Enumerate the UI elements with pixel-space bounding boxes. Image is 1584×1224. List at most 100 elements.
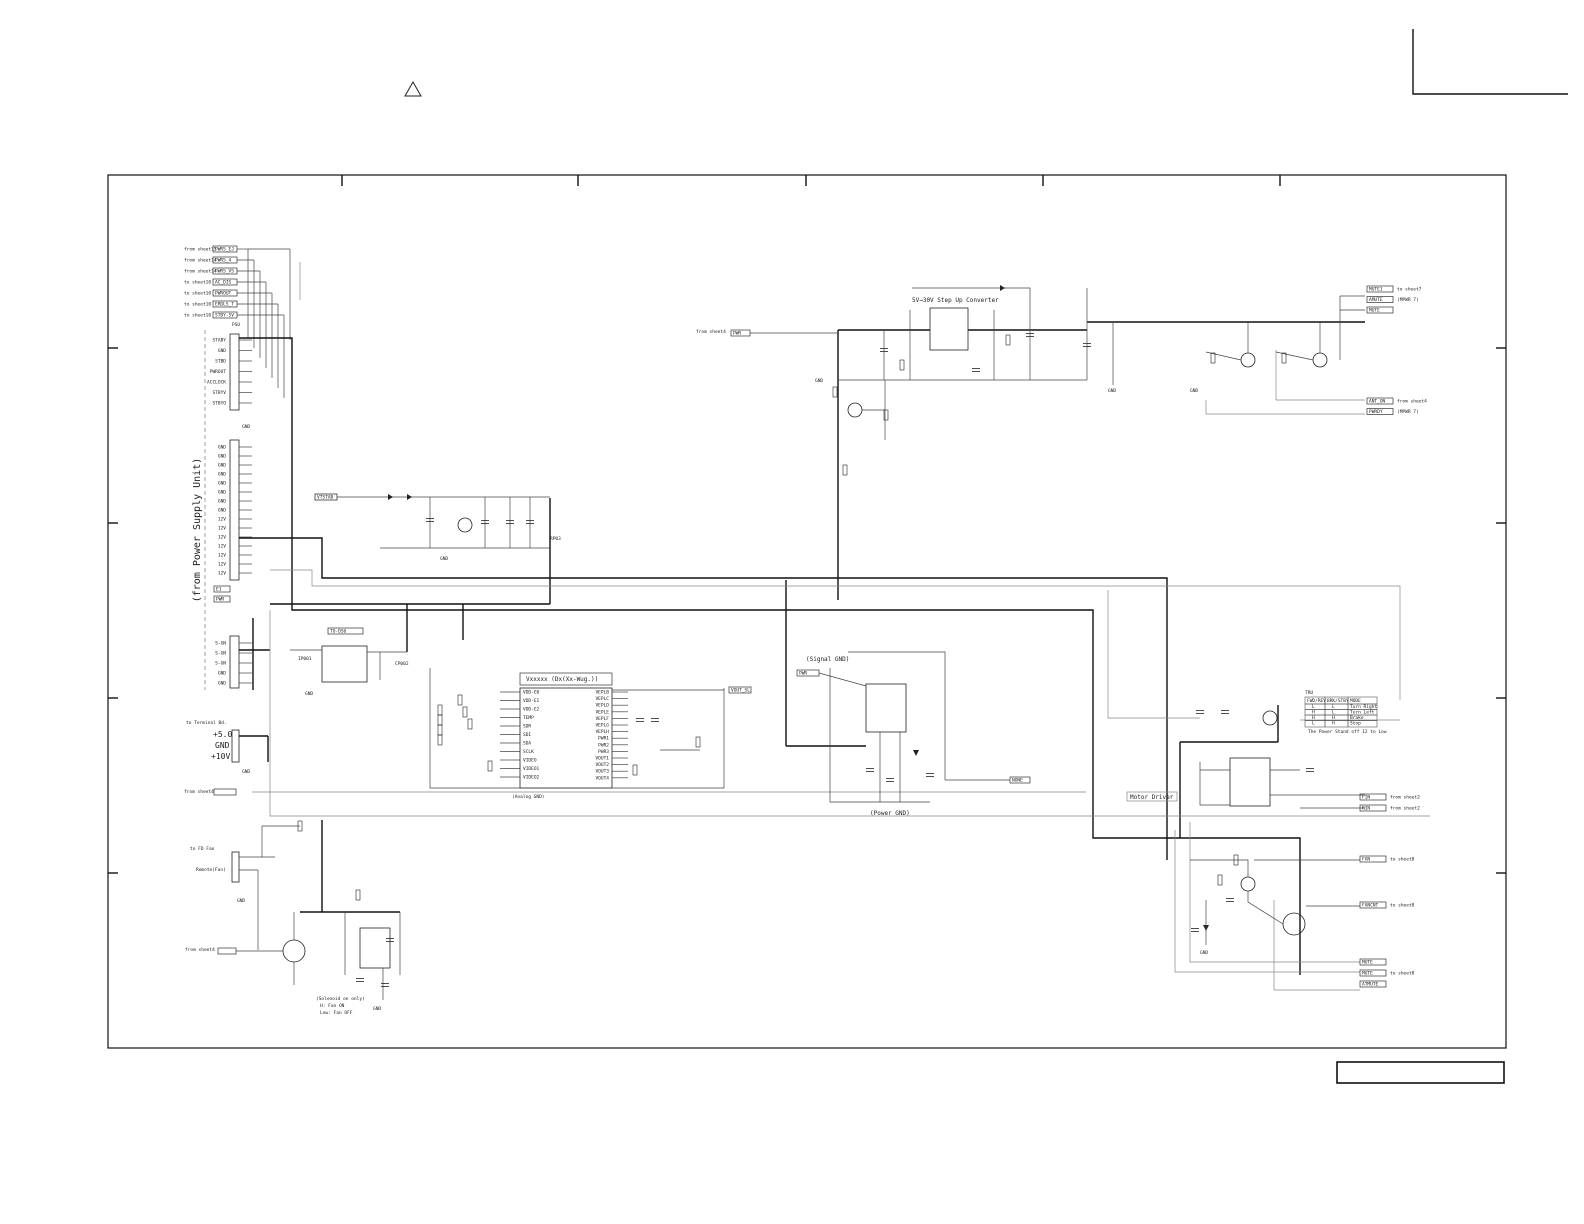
connector-pin-label: GND	[218, 508, 226, 514]
svg-text:PWR: PWR	[799, 671, 807, 677]
right-signal-name: PWRDY	[1369, 409, 1383, 415]
connector-pin-label: GND	[218, 348, 226, 354]
regulator-ic: TO-DS6 IP001 CP002 GND	[290, 627, 409, 697]
svg-text:(Analog GND): (Analog GND)	[512, 794, 545, 800]
svg-text:from sheet4: from sheet4	[696, 329, 726, 335]
right-signal-name: ANT_ON	[1369, 399, 1386, 405]
svg-text:GND: GND	[373, 1006, 381, 1012]
right-signal-name: RIN	[1362, 806, 1370, 812]
table-cell: Turn Right	[1350, 704, 1377, 710]
left-signal-origin: to sheet10	[184, 291, 211, 297]
ic-left-pin: VIDEO1	[523, 766, 540, 772]
left-signal-name: STBY-5V	[215, 313, 234, 319]
table-cell: Stop	[1350, 721, 1361, 727]
left-signal-name: PWR5_V5	[215, 269, 234, 275]
svg-text:to Terminal Bd.: to Terminal Bd.	[186, 720, 227, 726]
table-cell: L	[1332, 704, 1335, 710]
zone-ticks	[108, 175, 1506, 874]
ic-left-pin: VDD-E2	[523, 707, 540, 713]
left-signal-origin: to sheet10	[184, 280, 211, 286]
ic-right-pin: VOUT1	[595, 756, 609, 762]
svg-text:GND: GND	[305, 691, 313, 697]
svg-text:(Signal GND): (Signal GND)	[806, 656, 849, 663]
connector-pin-label: 12V	[218, 526, 226, 532]
svg-text:GND: GND	[242, 424, 250, 430]
connector-pin-label: GND	[218, 499, 226, 505]
power-supply-note: (from Power Supply Unit)	[192, 458, 203, 603]
connector-pin-label: GND	[218, 490, 226, 496]
svg-text:+5.0V: +5.0V	[213, 730, 237, 739]
passive-components	[297, 333, 1314, 987]
connector-pin-label: 12V	[218, 571, 226, 577]
left-signal-name: PWROUT	[215, 291, 232, 297]
svg-text:RP03: RP03	[550, 536, 561, 542]
signal-gnd-block: (Signal GND) PWR (Power GND) NONE	[796, 651, 1031, 817]
left-signal-origin: from sheet14	[184, 269, 217, 275]
svg-text:CP002: CP002	[395, 661, 409, 667]
table-cell: L	[1332, 710, 1335, 716]
left-signal-name: ERDLS_T	[215, 302, 234, 308]
svg-text:PSU: PSU	[232, 322, 240, 328]
ic-right-pin: VEPLH	[595, 729, 609, 735]
left-signal-name: AC_DIS	[215, 280, 232, 286]
right-signal-name: MUTE1	[1369, 287, 1383, 293]
table-cell: H	[1312, 710, 1315, 716]
svg-text:GND: GND	[440, 556, 448, 562]
ic-right-pin: VOUT3	[595, 769, 609, 775]
svg-text:IP001: IP001	[298, 656, 312, 662]
terminal-block: to Terminal Bd. +5.0V GND +10V	[186, 720, 269, 763]
svg-text:TRU: TRU	[1305, 690, 1313, 696]
left-signal-name: PWR5_4	[215, 258, 232, 264]
right-signal-name: ATMUTE	[1362, 982, 1379, 988]
table-cell: L	[1312, 721, 1315, 727]
misc-left-labels: E1 PWR from sheet4 GND GND	[184, 424, 250, 796]
thin-wires	[252, 262, 1430, 991]
left-signal-origin: from sheet14	[184, 258, 217, 264]
main-wires	[239, 321, 1365, 975]
right-signal-dest: (MPWR 7)	[1397, 297, 1419, 303]
table-header: BRK/STBY	[1327, 698, 1349, 704]
connector-pin-label: GND	[218, 671, 226, 677]
fan-driver: GND	[1190, 859, 1360, 956]
right-signal-dest: to sheet7	[1397, 287, 1422, 293]
ic-right-pin: PWR2	[598, 742, 609, 748]
ic-left-pin: VDD-E0	[523, 690, 540, 696]
svg-text:GND: GND	[237, 898, 245, 904]
connector-pin-label: PWROUT	[210, 369, 227, 375]
connector-pin-label: STBYO	[212, 401, 226, 407]
ic-left-pin: VIDEO	[523, 758, 537, 764]
table-cell: H	[1312, 715, 1315, 721]
mute-transistors: GND	[1190, 295, 1365, 394]
right-signal-dest: to sheet8	[1390, 857, 1415, 863]
connector-pin-label: STBD	[215, 359, 226, 365]
svg-text:PWR: PWR	[216, 597, 224, 603]
fan-driver-left: from sheet4 (Solenoid on only) H: Fan ON…	[185, 912, 401, 1016]
left-signal-origin: to sheet10	[184, 302, 211, 308]
table-cell: H	[1332, 715, 1335, 721]
table-header: MODE	[1350, 698, 1361, 704]
ic-right-pin: VEPLD	[595, 703, 609, 709]
svg-text:H: Fan ON: H: Fan ON	[320, 1003, 345, 1009]
connector-pin-label: 12V	[218, 517, 226, 523]
center-ic: Vxxxxx (Dx(Xx-Wug.)) VDD-E0VDD-E1VDD-E2T…	[429, 668, 752, 800]
connector-pin-label: GND	[218, 445, 226, 451]
connector-supply: GNDGNDGNDGNDGNDGNDGNDGND12V12V12V12V12V1…	[218, 439, 252, 581]
svg-text:(Solenoid on only): (Solenoid on only)	[316, 996, 365, 1002]
ic-right-pin: PWR3	[598, 749, 609, 755]
title-block-corner	[1412, 29, 1568, 95]
connector-pin-label: GND	[218, 681, 226, 687]
table-header: FWD/REV	[1307, 698, 1326, 704]
ic-right-pin: VEPLF	[595, 716, 609, 722]
ic-left-pin: TEMP	[523, 715, 534, 721]
table-cell: H	[1332, 721, 1335, 727]
svg-text:PWR: PWR	[733, 331, 741, 337]
svg-text:GND: GND	[242, 769, 250, 775]
connector-pin-label: 12V	[218, 553, 226, 559]
svg-text:from sheet4: from sheet4	[184, 789, 214, 795]
connector-pin-label: STBYV	[212, 390, 226, 396]
svg-text:VTSTAB: VTSTAB	[317, 495, 334, 501]
